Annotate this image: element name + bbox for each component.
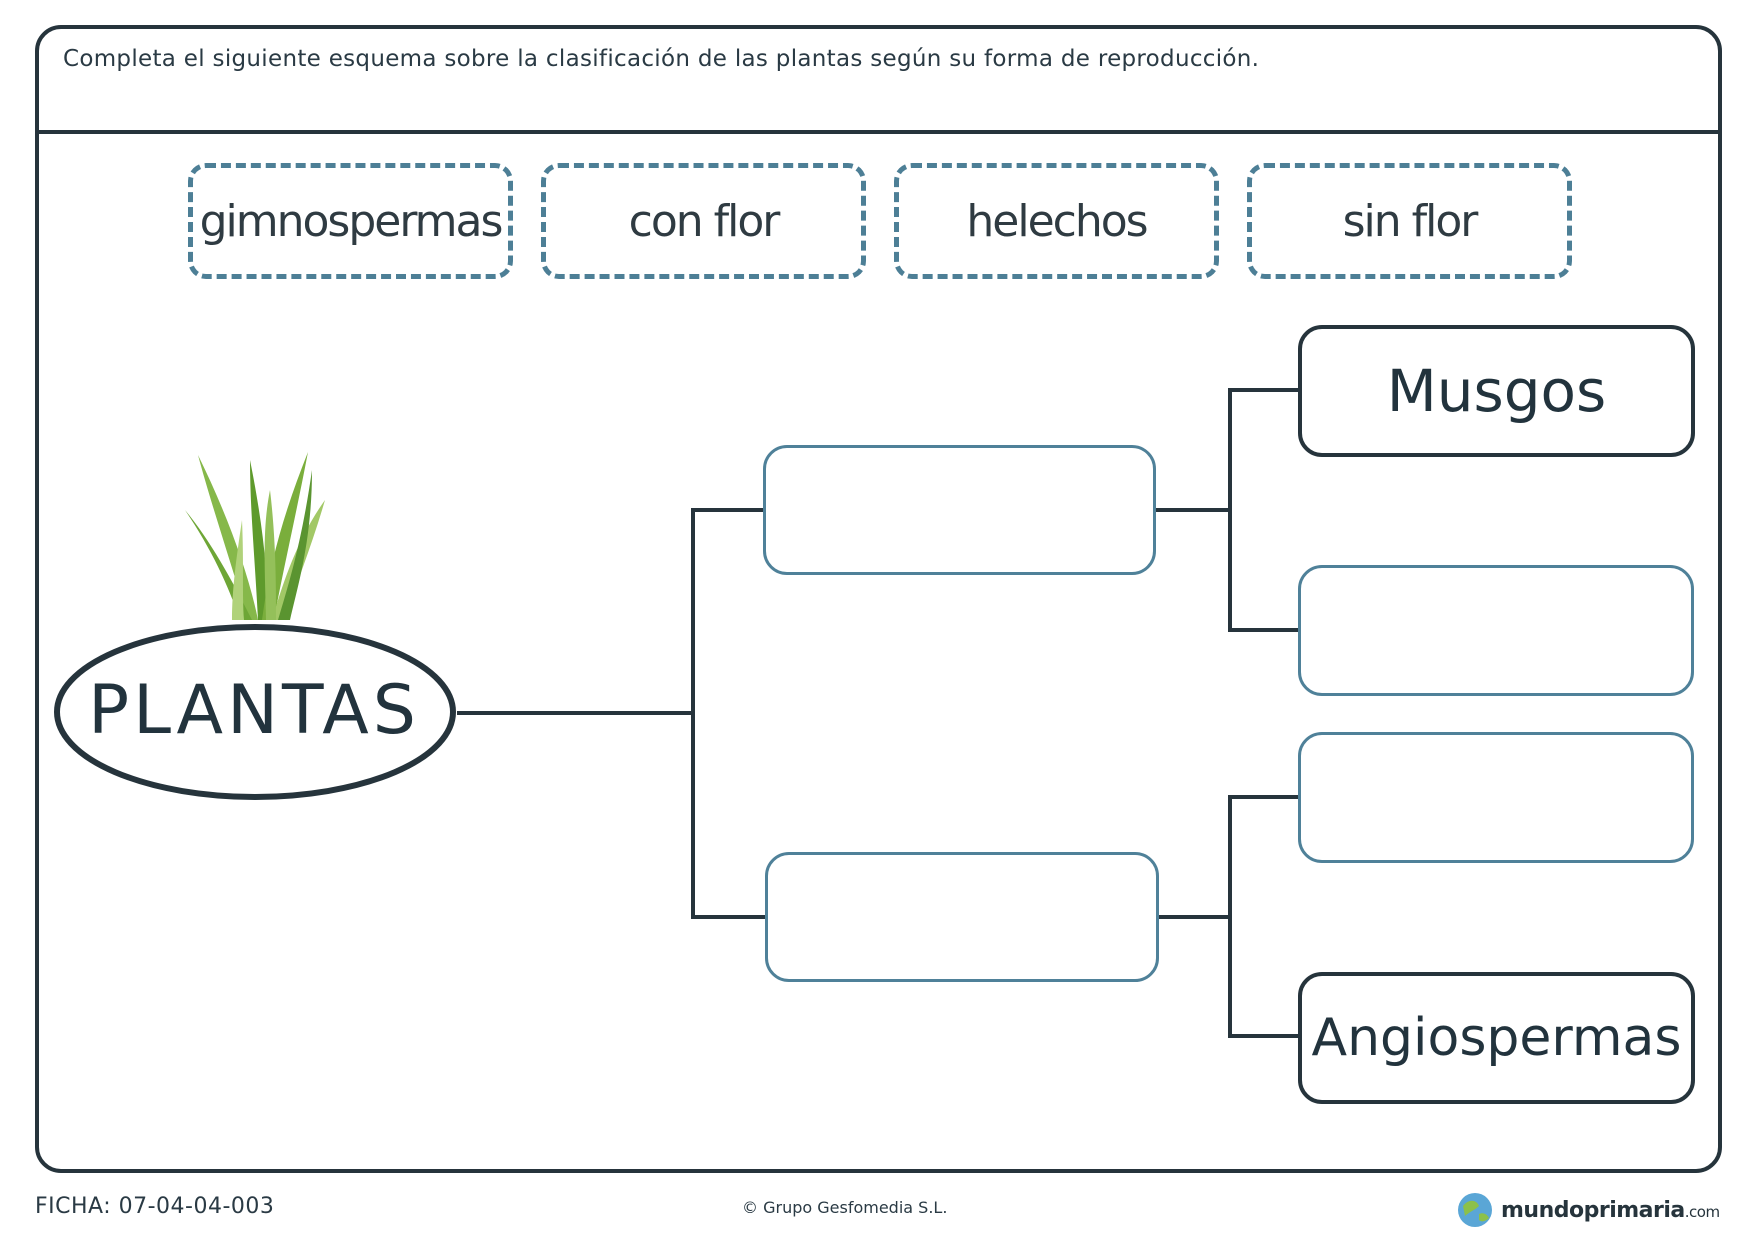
- category-box-musgos: Musgos: [1298, 325, 1695, 457]
- instruction-text: Completa el siguiente esquema sobre la c…: [63, 46, 1260, 72]
- word-bank-item[interactable]: gimnospermas: [188, 163, 513, 279]
- answer-box-level1-bottom[interactable]: [765, 852, 1159, 982]
- connector-lower-branch: [1228, 795, 1300, 1038]
- connector-upper-branch: [1228, 388, 1300, 632]
- root-label: PLANTAS: [88, 670, 420, 750]
- plant-icon: [185, 452, 325, 620]
- header-divider: [35, 130, 1722, 134]
- answer-box-level2-2[interactable]: [1298, 565, 1694, 696]
- mundoprimaria-logo: mundoprimaria.com: [1455, 1190, 1720, 1230]
- answer-box-level1-top[interactable]: [763, 445, 1156, 575]
- word-bank-item[interactable]: helechos: [894, 163, 1219, 279]
- worksheet-frame: [35, 25, 1722, 1173]
- word-bank-item[interactable]: con flor: [541, 163, 866, 279]
- root-oval: [54, 624, 456, 800]
- category-box-angiospermas: Angiospermas: [1298, 972, 1695, 1104]
- connector-level1: [691, 508, 765, 919]
- globe-icon: [1458, 1193, 1492, 1227]
- word-bank-item[interactable]: sin flor: [1247, 163, 1572, 279]
- copyright-text: © Grupo Gesfomedia S.L.: [742, 1198, 948, 1217]
- ficha-code: FICHA: 07-04-04-003: [35, 1194, 275, 1219]
- answer-box-level2-3[interactable]: [1298, 732, 1694, 863]
